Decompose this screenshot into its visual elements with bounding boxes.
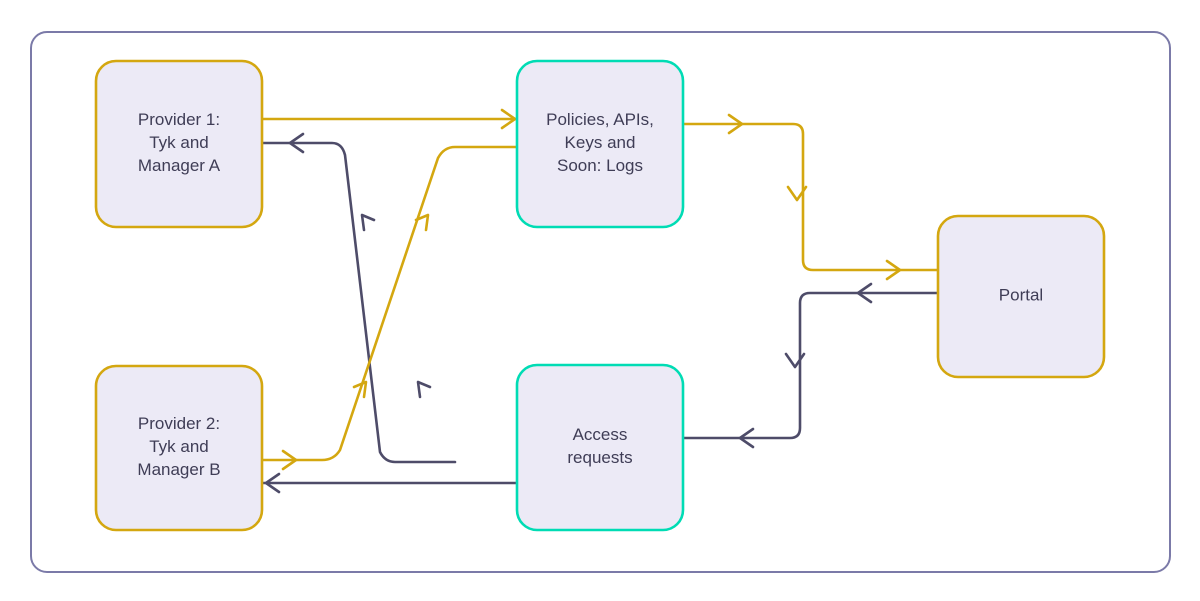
node-label-portal: Portal xyxy=(999,286,1043,305)
node-shape-provider-1[interactable] xyxy=(94,59,264,229)
arrowhead-icon xyxy=(416,380,432,399)
node-shape-portal[interactable] xyxy=(936,214,1106,379)
edges-layer xyxy=(260,108,940,494)
node-shape-provider-2[interactable] xyxy=(94,364,264,532)
arrowhead-icon xyxy=(288,132,305,154)
arrowhead-icon xyxy=(786,185,808,202)
edge-policies-to-portal xyxy=(681,113,940,281)
arrowhead-icon xyxy=(500,108,517,130)
node-portal[interactable]: Portal xyxy=(936,214,1106,379)
diagram-container-border xyxy=(30,31,1171,573)
arrowhead-icon xyxy=(360,213,376,232)
edge-provider1-to-policies xyxy=(260,108,519,130)
arrowhead-icon xyxy=(352,380,368,399)
node-shape-access-requests[interactable] xyxy=(515,363,685,532)
arrowhead-icon xyxy=(281,449,298,471)
arrowhead-icon xyxy=(784,352,806,369)
edge-accessrequests-to-provider1 xyxy=(260,132,457,464)
edge-accessrequests-to-provider2 xyxy=(260,472,519,494)
node-shape-policies-apis-keys[interactable] xyxy=(515,59,685,229)
edge-provider2-to-policies xyxy=(260,145,519,471)
arrowhead-icon xyxy=(738,427,755,449)
arrowhead-icon xyxy=(414,213,430,232)
arrowhead-icon xyxy=(727,113,744,135)
arrowhead-icon xyxy=(856,282,873,304)
arrowhead-icon xyxy=(885,259,902,281)
arrowhead-icon xyxy=(264,472,281,494)
edge-portal-to-accessrequests xyxy=(681,282,940,449)
